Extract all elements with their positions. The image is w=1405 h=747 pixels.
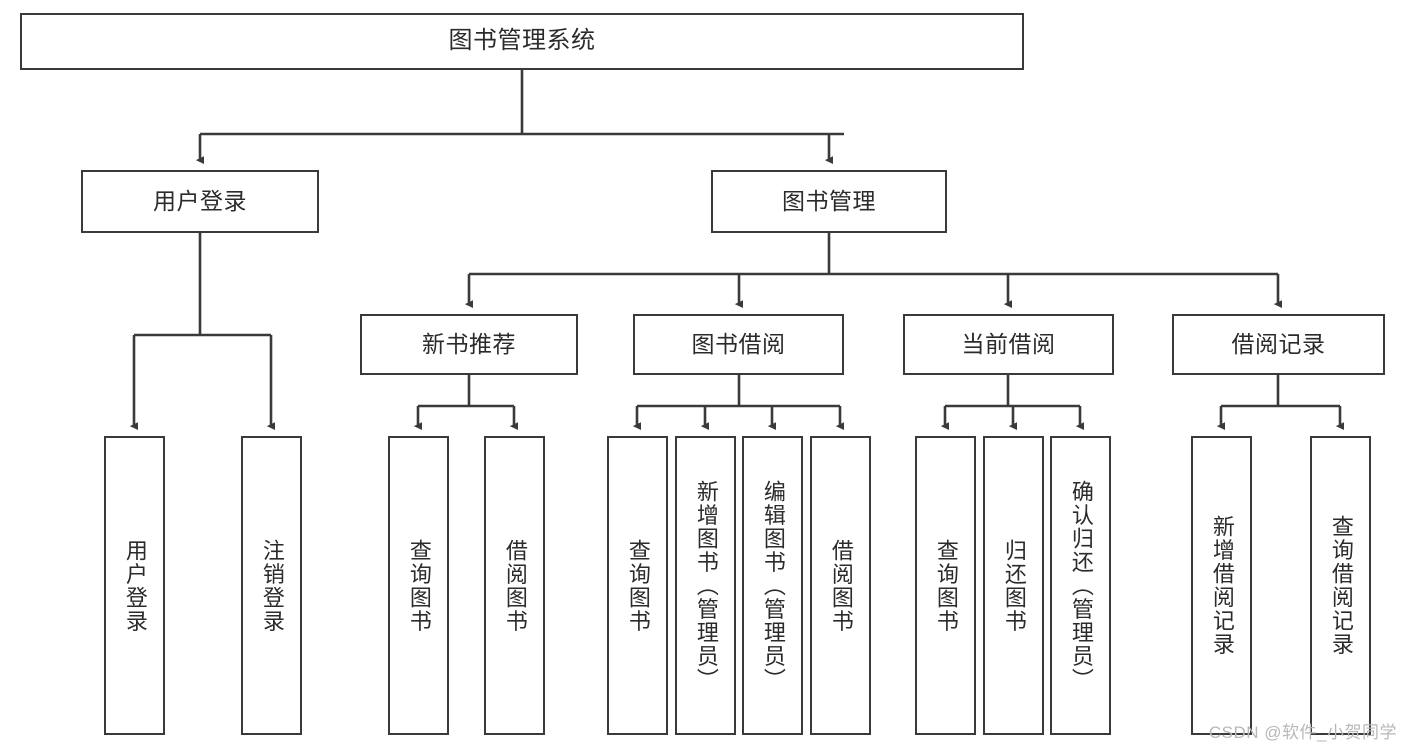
node-leaf-add-book-label: 新增图书（管理员） <box>693 479 719 692</box>
node-leaf-borrow-book-2-label: 借阅图书 <box>828 538 854 633</box>
node-leaf-query-book-2[interactable]: 查询图书 <box>607 436 668 735</box>
node-leaf-add-record-label: 新增借阅记录 <box>1209 515 1235 656</box>
node-new-book-recommend-label: 新书推荐 <box>422 330 516 357</box>
node-book-manage[interactable]: 图书管理 <box>711 170 947 233</box>
node-leaf-borrow-book-1-label: 借阅图书 <box>502 538 528 633</box>
node-leaf-user-login-label: 用户登录 <box>122 538 148 633</box>
node-new-book-recommend[interactable]: 新书推荐 <box>360 314 578 375</box>
node-leaf-return-book[interactable]: 归还图书 <box>983 436 1044 735</box>
node-leaf-edit-book[interactable]: 编辑图书（管理员） <box>742 436 803 735</box>
node-leaf-query-book-1-label: 查询图书 <box>406 538 432 633</box>
node-leaf-add-book[interactable]: 新增图书（管理员） <box>675 436 736 735</box>
node-leaf-borrow-book-2[interactable]: 借阅图书 <box>810 436 871 735</box>
node-book-borrow[interactable]: 图书借阅 <box>633 314 844 375</box>
node-current-borrow-label: 当前借阅 <box>961 330 1056 357</box>
node-book-manage-label: 图书管理 <box>782 187 876 214</box>
node-borrow-record-label: 借阅记录 <box>1231 330 1326 357</box>
node-user-login[interactable]: 用户登录 <box>81 170 319 233</box>
node-borrow-record[interactable]: 借阅记录 <box>1172 314 1385 375</box>
node-leaf-confirm-return[interactable]: 确认归还（管理员） <box>1050 436 1111 735</box>
node-leaf-confirm-return-label: 确认归还（管理员） <box>1068 479 1094 692</box>
node-leaf-query-book-1[interactable]: 查询图书 <box>388 436 449 735</box>
node-leaf-add-record[interactable]: 新增借阅记录 <box>1191 436 1252 735</box>
node-leaf-user-logout[interactable]: 注销登录 <box>241 436 302 735</box>
node-root-label: 图书管理系统 <box>448 27 596 55</box>
watermark-text: CSDN @软件_小贺同学 <box>1208 723 1397 742</box>
node-leaf-user-logout-label: 注销登录 <box>259 538 285 633</box>
node-leaf-query-book-3-label: 查询图书 <box>933 538 959 633</box>
node-leaf-query-record[interactable]: 查询借阅记录 <box>1310 436 1371 735</box>
node-leaf-borrow-book-1[interactable]: 借阅图书 <box>484 436 545 735</box>
node-leaf-query-book-3[interactable]: 查询图书 <box>915 436 976 735</box>
node-user-login-label: 用户登录 <box>153 187 247 214</box>
node-leaf-edit-book-label: 编辑图书（管理员） <box>760 479 786 692</box>
node-root[interactable]: 图书管理系统 <box>20 13 1024 70</box>
node-leaf-user-login[interactable]: 用户登录 <box>104 436 165 735</box>
node-leaf-query-record-label: 查询借阅记录 <box>1328 515 1354 656</box>
node-leaf-return-book-label: 归还图书 <box>1001 538 1027 633</box>
node-leaf-query-book-2-label: 查询图书 <box>625 538 651 633</box>
node-book-borrow-label: 图书借阅 <box>691 330 786 357</box>
node-current-borrow[interactable]: 当前借阅 <box>903 314 1114 375</box>
